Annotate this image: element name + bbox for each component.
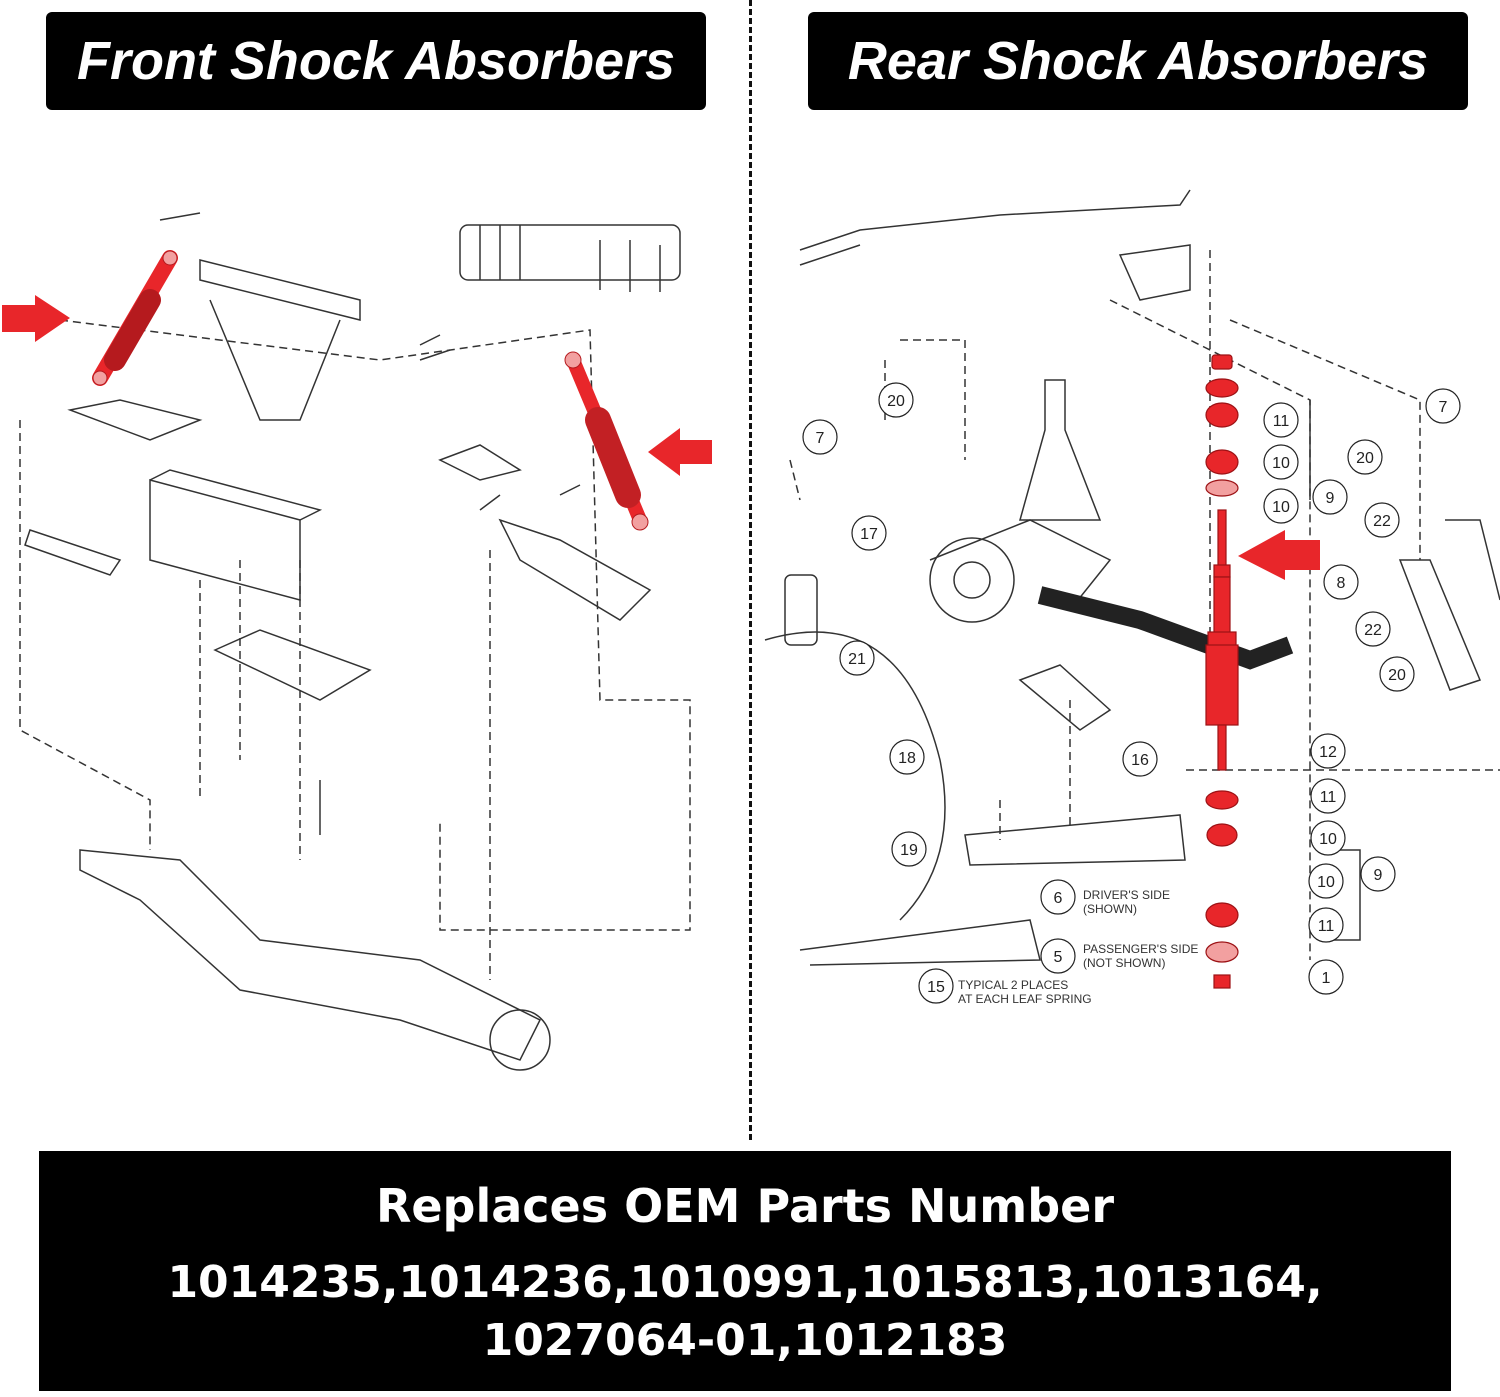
callout-circle xyxy=(802,419,838,455)
panel-divider xyxy=(749,0,752,1140)
callout-circle xyxy=(1360,856,1396,892)
rear-arrow-icon xyxy=(1238,530,1320,580)
callout-circle xyxy=(889,739,925,775)
callout-label: 10 xyxy=(1272,499,1290,516)
callout-label: 7 xyxy=(816,430,825,447)
note-typical-2: AT EACH LEAF SPRING xyxy=(958,992,1092,1006)
front-suspension-diagram xyxy=(2,212,712,1071)
callout-circle xyxy=(1310,778,1346,814)
note-passengers-not-shown: (NOT SHOWN) xyxy=(1083,956,1165,970)
callout-label: 5 xyxy=(1054,949,1063,966)
callout-label: 11 xyxy=(1318,918,1335,935)
callout-circle xyxy=(839,640,875,676)
callout-label: 18 xyxy=(898,750,916,767)
callout-label: 22 xyxy=(1364,622,1382,639)
callout-label: 12 xyxy=(1319,744,1337,761)
rear-title-banner: Rear Shock Absorbers xyxy=(808,12,1468,110)
callout-circle xyxy=(1040,879,1076,915)
callout-circle xyxy=(851,515,887,551)
callout-circle xyxy=(1263,402,1299,438)
oem-parts-footer: Replaces OEM Parts Number 1014235,101423… xyxy=(39,1151,1451,1391)
callout-label: 20 xyxy=(887,393,905,410)
callout-circle xyxy=(1364,502,1400,538)
callout-label: 9 xyxy=(1374,867,1383,884)
callout-label: 19 xyxy=(900,842,918,859)
note-typical-1: TYPICAL 2 PLACES xyxy=(958,978,1068,992)
callout-label: 20 xyxy=(1356,450,1374,467)
callout-circle xyxy=(1308,907,1344,943)
front-left-arrow-icon xyxy=(2,295,70,342)
callout-circle xyxy=(1263,444,1299,480)
note-drivers-side: DRIVER'S SIDE xyxy=(1083,888,1170,902)
callout-label: 20 xyxy=(1388,667,1406,684)
callout-circle xyxy=(1425,388,1461,424)
callout-circle xyxy=(1310,820,1346,856)
callout-circle xyxy=(878,382,914,418)
callout-label: 21 xyxy=(848,651,866,668)
front-right-arrow-icon xyxy=(648,428,712,476)
callout-label: 17 xyxy=(860,526,878,543)
callout-label: 10 xyxy=(1272,455,1290,472)
callout-label: 11 xyxy=(1320,789,1337,806)
rear-suspension-diagram: 2071721181911101091211101011191665157202… xyxy=(764,189,1500,1006)
callout-circle xyxy=(1308,959,1344,995)
callout-label: 7 xyxy=(1439,399,1448,416)
callout-circle xyxy=(1379,656,1415,692)
oem-parts-line-1: 1014235,1014236,1010991,1015813,1013164, xyxy=(167,1257,1323,1308)
rear-callouts: 2071721181911101091211101011191665157202… xyxy=(802,382,1461,1004)
callout-label: 8 xyxy=(1337,575,1346,592)
callout-circle xyxy=(918,968,954,1004)
callout-circle xyxy=(1263,488,1299,524)
callout-label: 16 xyxy=(1131,752,1149,769)
front-shock-left xyxy=(92,250,178,386)
rear-title: Rear Shock Absorbers xyxy=(847,31,1429,91)
oem-parts-line-2: 1027064-01,1012183 xyxy=(482,1315,1008,1366)
callout-label: 15 xyxy=(927,979,945,996)
note-passengers-side: PASSENGER'S SIDE xyxy=(1083,942,1198,956)
front-shock-right xyxy=(564,351,649,531)
callout-label: 22 xyxy=(1373,513,1391,530)
callout-circle xyxy=(1308,863,1344,899)
callout-circle xyxy=(1040,938,1076,974)
footer-title: Replaces OEM Parts Number xyxy=(375,1179,1115,1233)
callout-label: 10 xyxy=(1317,874,1335,891)
callout-label: 10 xyxy=(1319,831,1337,848)
front-title-banner: Front Shock Absorbers xyxy=(46,12,706,110)
rear-notes: DRIVER'S SIDE (SHOWN) PASSENGER'S SIDE (… xyxy=(958,888,1198,1006)
callout-circle xyxy=(1323,564,1359,600)
callout-circle xyxy=(1355,611,1391,647)
callout-label: 11 xyxy=(1273,413,1290,430)
callout-circle xyxy=(1122,741,1158,777)
callout-circle xyxy=(1310,733,1346,769)
callout-circle xyxy=(891,831,927,867)
callout-circle xyxy=(1347,439,1383,475)
callout-label: 1 xyxy=(1322,970,1331,987)
callout-label: 9 xyxy=(1326,490,1335,507)
callout-circle xyxy=(1312,479,1348,515)
rear-shock-stack xyxy=(1205,354,1239,989)
front-title: Front Shock Absorbers xyxy=(76,31,676,91)
callout-label: 6 xyxy=(1054,890,1063,907)
note-drivers-shown: (SHOWN) xyxy=(1083,902,1137,916)
